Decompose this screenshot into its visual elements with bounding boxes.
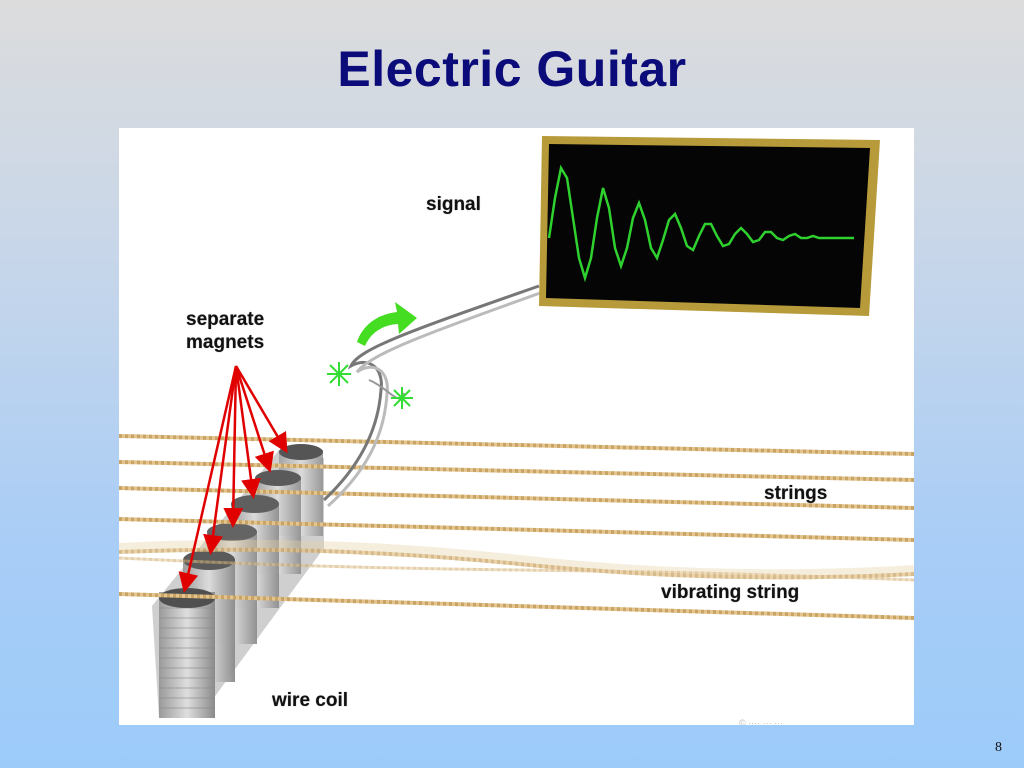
magnet bbox=[279, 444, 323, 460]
page-number: 8 bbox=[995, 740, 1002, 755]
oscilloscope-screen bbox=[539, 136, 880, 316]
magnet bbox=[255, 470, 301, 486]
string bbox=[119, 460, 914, 482]
guitar-strings bbox=[119, 434, 914, 620]
coil-windings bbox=[159, 607, 215, 709]
copyright-watermark: © ···· ··· ··· bbox=[739, 718, 783, 725]
signal-label: signal bbox=[426, 194, 481, 215]
string bbox=[119, 434, 914, 456]
pickup-diagram: © ···· ··· ··· signal separate magnets s… bbox=[119, 128, 914, 725]
magnet-pointer-arrows bbox=[178, 365, 288, 593]
wire-coil-label: wire coil bbox=[272, 690, 349, 711]
magnet bbox=[231, 495, 279, 513]
signal-waveform bbox=[547, 164, 854, 283]
vibrating-string bbox=[119, 539, 914, 582]
diagram-graphic: © ···· ··· ··· bbox=[119, 136, 914, 725]
separate-magnets-label-line2: magnets bbox=[186, 332, 265, 353]
string bbox=[119, 592, 914, 620]
sparkle-icon bbox=[327, 362, 351, 386]
vibrating-string-label: vibrating string bbox=[661, 582, 800, 603]
string bbox=[119, 517, 914, 542]
signal-sparkles bbox=[327, 362, 413, 409]
strings-label: strings bbox=[764, 483, 828, 504]
output-wires bbox=[322, 284, 544, 508]
separate-magnets bbox=[159, 444, 323, 608]
magnet bbox=[183, 550, 235, 570]
sparkle-icon bbox=[391, 387, 413, 409]
signal-direction-arrow-icon bbox=[357, 302, 417, 346]
separate-magnets-label-line1: separate bbox=[186, 309, 265, 330]
slide-title: Electric Guitar bbox=[337, 41, 687, 97]
